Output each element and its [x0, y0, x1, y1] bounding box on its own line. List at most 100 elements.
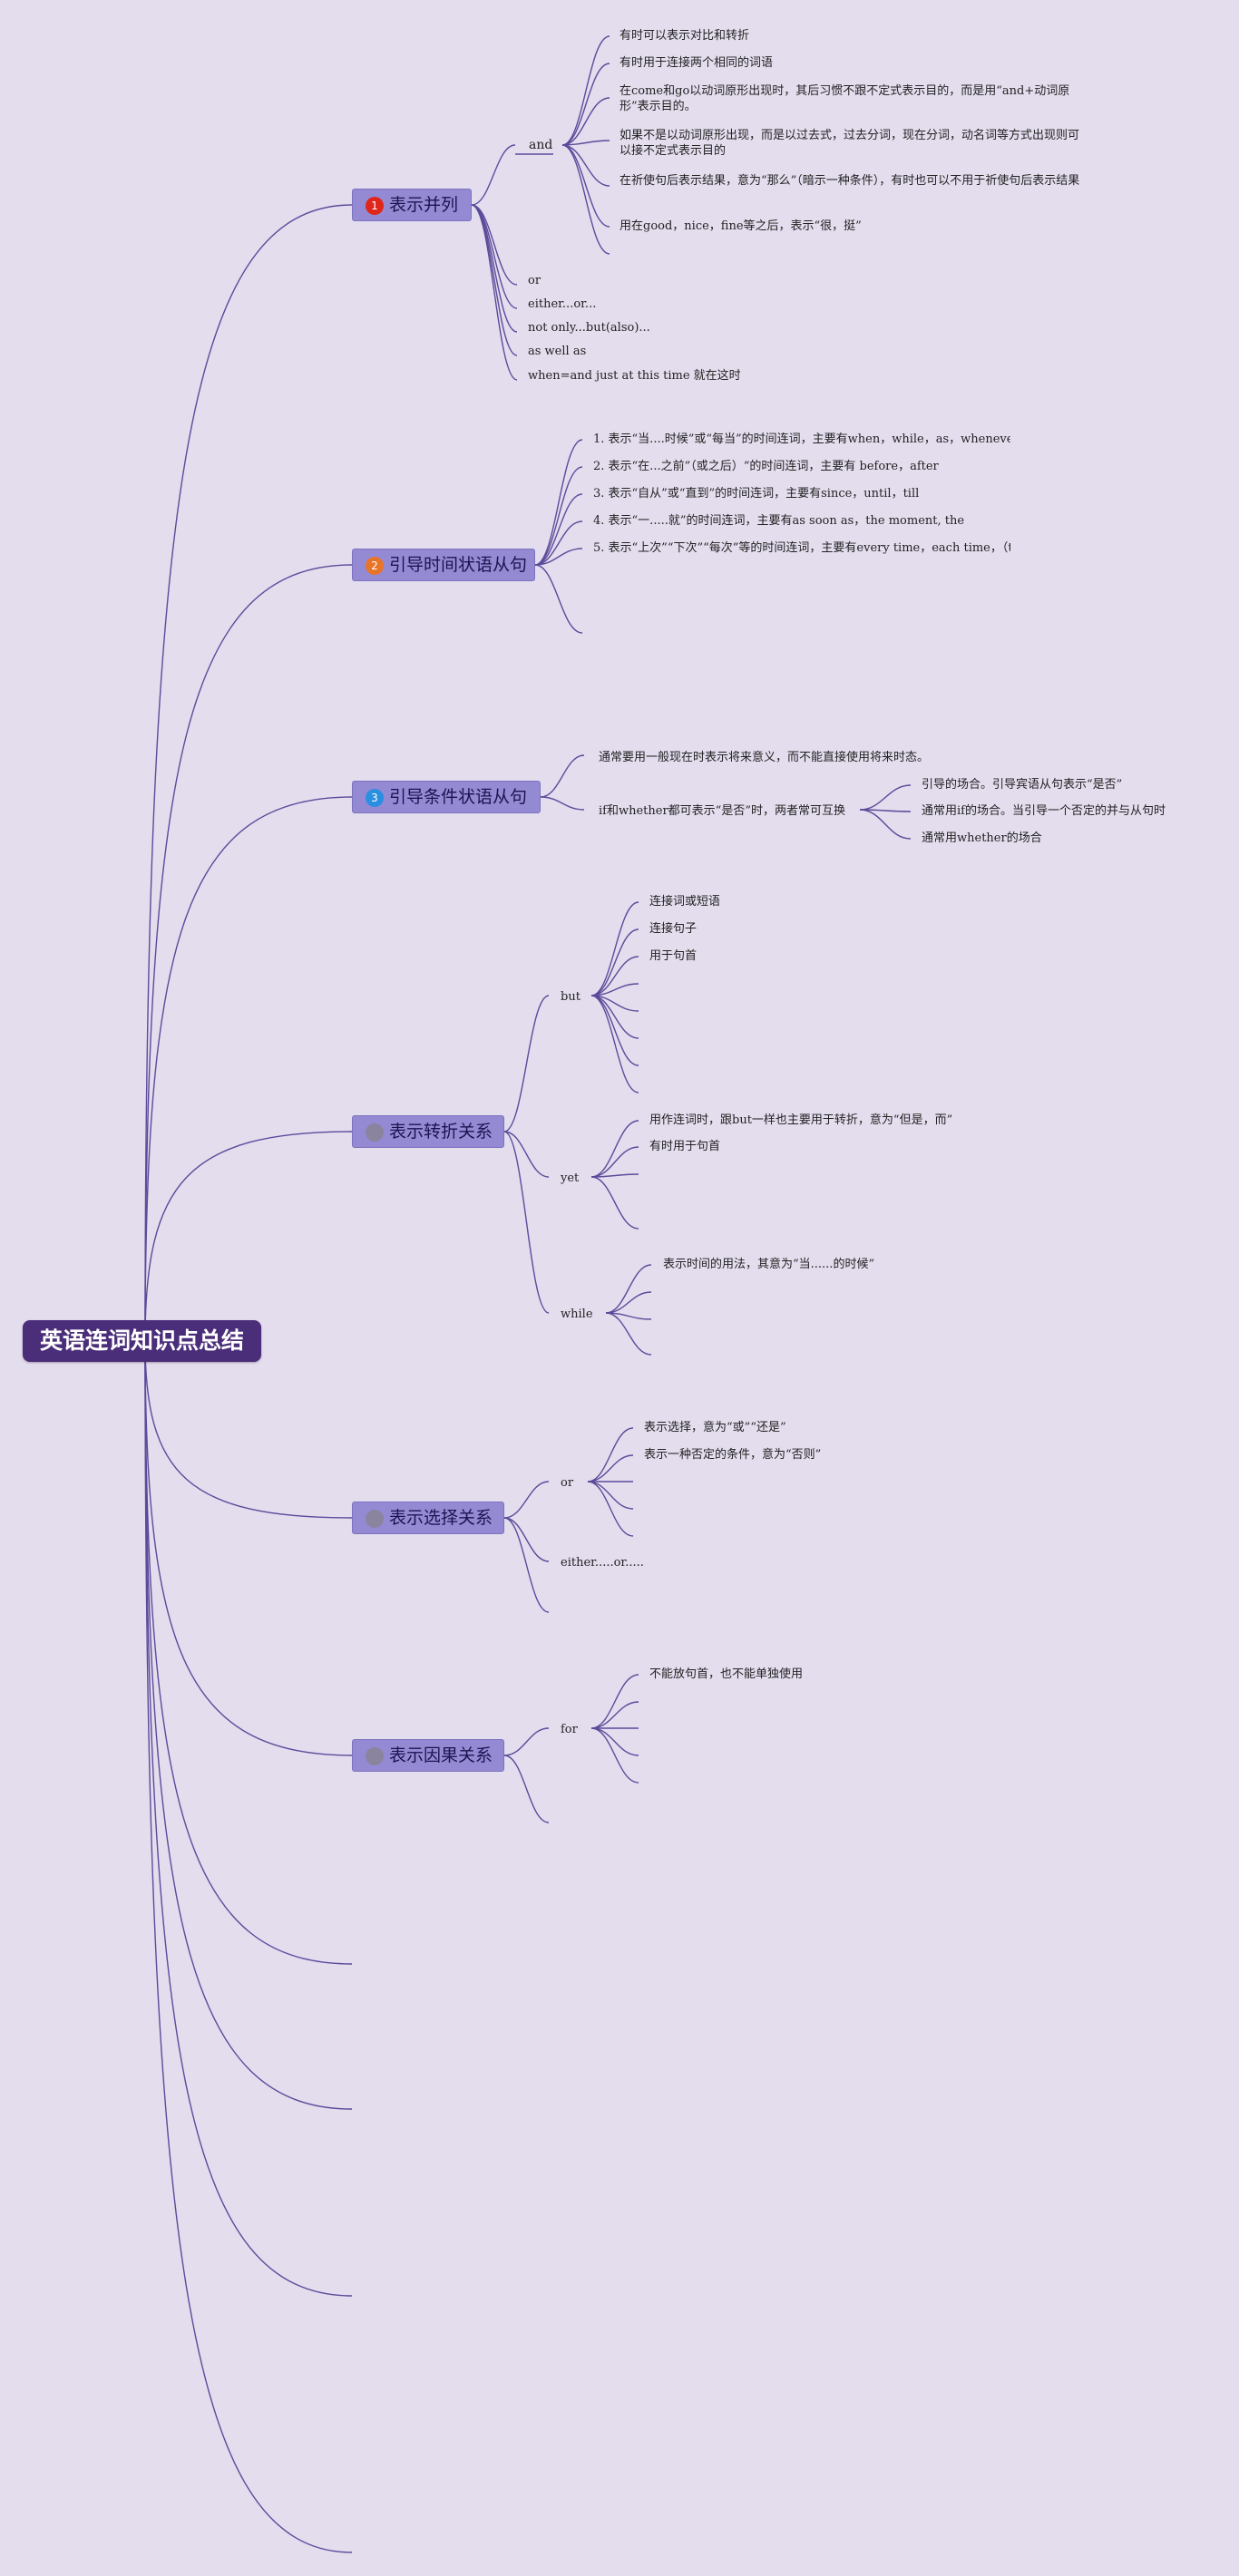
connector-line: [605, 1312, 652, 1320]
connector-line: [587, 1427, 634, 1482]
connector-line: [534, 439, 583, 566]
branch-parallel[interactable]: 1 表示并列: [352, 189, 472, 221]
connector-line: [503, 1131, 550, 1178]
connector-line: [590, 956, 639, 996]
root-connector: [144, 796, 353, 1342]
or-item[interactable]: 表示选择，意为“或”“还是”: [644, 1421, 786, 1434]
connector-line: [471, 204, 518, 286]
branch-label: 表示选择关系: [389, 1508, 493, 1528]
node-when-and[interactable]: when=and just at this time 就在这时: [528, 369, 741, 383]
branch-choice[interactable]: 表示选择关系: [352, 1502, 504, 1534]
or-item[interactable]: 表示一种否定的条件，意为“否则”: [644, 1448, 822, 1462]
condition-item[interactable]: 通常要用一般现在时表示将来意义，而不能直接使用将来时态。: [599, 751, 930, 764]
connector-line: [590, 1701, 639, 1729]
connector-line: [503, 1755, 550, 1823]
connector-line: [503, 1727, 550, 1756]
time-item[interactable]: 1. 表示“当....时候”或“每当”的时间连词，主要有when，while，a…: [593, 433, 1010, 446]
connector-line: [590, 1176, 639, 1230]
root-connector: [144, 1340, 353, 1519]
if-whether-item[interactable]: 通常用whether的场合: [922, 831, 1042, 845]
connector-line: [859, 809, 912, 840]
node-not-only[interactable]: not only...but(also)...: [528, 321, 650, 335]
node-or[interactable]: or: [528, 274, 541, 287]
connector-line: [561, 144, 610, 255]
node-and[interactable]: and: [529, 138, 553, 152]
connector-line: [561, 35, 610, 146]
branch-label: 表示因果关系: [389, 1745, 493, 1765]
time-item[interactable]: 3. 表示“自从”或“直到”的时间连词，主要有since，until，till: [593, 487, 920, 501]
connector-line: [534, 493, 583, 566]
but-item[interactable]: 连接句子: [649, 922, 698, 936]
branch-label: 引导条件状语从句: [389, 787, 528, 807]
and-item[interactable]: 在come和go以动词原形出现时，其后习惯不跟不定式表示目的，而是用“and+动…: [620, 84, 1070, 113]
number-3-icon: 3: [366, 789, 384, 807]
connector-line: [534, 548, 583, 566]
connector-line: [605, 1291, 652, 1314]
connector-line: [605, 1264, 652, 1314]
and-item[interactable]: 有时可以表示对比和转折: [620, 29, 750, 43]
time-item[interactable]: 4. 表示“一.....就”的时间连词，主要有as soon as，the mo…: [593, 514, 965, 528]
and-item[interactable]: 用在good，nice，fine等之后，表示“很，挺”: [620, 219, 862, 233]
yet-item[interactable]: 有时用于句首: [649, 1140, 721, 1153]
node-either-or[interactable]: either...or...: [528, 297, 597, 311]
connector-line: [471, 144, 516, 206]
connector-line: [587, 1481, 634, 1537]
circle-icon: [366, 1510, 384, 1528]
connector-line: [503, 1481, 550, 1519]
connector-line: [534, 466, 583, 566]
connector-line: [471, 204, 518, 333]
yet-item[interactable]: 用作连词时，跟but一样也主要用于转折，意为“但是，而”: [649, 1113, 953, 1127]
connector-line: [471, 204, 518, 381]
circle-icon: [366, 1123, 384, 1142]
connector-line: [590, 928, 639, 996]
if-whether-item[interactable]: 通常用if的场合。当引导一个否定的并与从句时: [922, 804, 1166, 818]
root-connector: [144, 1340, 353, 2297]
if-whether-item[interactable]: 引导的场合。引导宾语从句表示“是否”: [922, 778, 1123, 792]
connector-line: [534, 564, 583, 634]
connector-line: [561, 144, 610, 187]
for-item[interactable]: 不能放句首，也不能单独使用: [649, 1667, 804, 1681]
node-but[interactable]: but: [561, 990, 580, 1004]
time-item[interactable]: 2. 表示“在...之前”（或之后）“的时间连词，主要有 before，afte…: [593, 460, 939, 473]
connector-line: [590, 1173, 639, 1178]
branch-time-clause[interactable]: 2 引导时间状语从句: [352, 549, 535, 581]
number-2-icon: 2: [366, 557, 384, 575]
connector-line: [503, 1517, 550, 1562]
node-or[interactable]: or: [561, 1476, 574, 1490]
node-yet[interactable]: yet: [561, 1171, 580, 1185]
root-topic[interactable]: 英语连词知识点总结: [23, 1320, 261, 1362]
connector-line: [590, 1674, 639, 1729]
connector-line: [503, 1517, 550, 1613]
connector-line: [605, 1312, 652, 1356]
but-item[interactable]: 连接词或短语: [649, 895, 721, 909]
while-item[interactable]: 表示时间的用法，其意为“当......的时候”: [663, 1258, 875, 1271]
connector-line: [561, 140, 610, 146]
connector-line: [590, 1727, 639, 1756]
branch-cause-effect[interactable]: 表示因果关系: [352, 1739, 504, 1772]
number-1-icon: 1: [366, 197, 384, 215]
node-either-or[interactable]: either.....or.....: [561, 1556, 644, 1570]
branch-label: 表示并列: [389, 195, 459, 215]
connector-line: [534, 520, 583, 566]
branch-contrast[interactable]: 表示转折关系: [352, 1115, 504, 1148]
branch-condition-clause[interactable]: 3 引导条件状语从句: [352, 781, 541, 813]
node-while[interactable]: while: [561, 1307, 593, 1321]
and-item[interactable]: 如果不是以动词原形出现，而是以过去式，过去分词，现在分词，动名词等方式出现则可以…: [620, 129, 1080, 158]
connector-line: [859, 784, 912, 811]
node-for[interactable]: for: [561, 1723, 578, 1736]
node-as-well-as[interactable]: as well as: [528, 345, 587, 358]
connector-line: [590, 995, 639, 1066]
connector-line: [587, 1481, 634, 1510]
root-connector: [144, 1131, 353, 1342]
connector-line: [540, 754, 585, 798]
condition-item-if-whether[interactable]: if和whether都可表示“是否”时，两者常可互换: [599, 804, 845, 818]
connector-line: [590, 995, 639, 1039]
root-connector: [144, 204, 353, 1342]
time-item[interactable]: 5. 表示“上次”“下次”“每次”等的时间连词，主要有every time，ea…: [593, 541, 1010, 555]
but-item[interactable]: 用于句首: [649, 949, 698, 963]
and-item[interactable]: 在祈使句后表示结果，意为“那么”（暗示一种条件），有时也可以不用于祈使句后表示结…: [620, 174, 1080, 188]
connector-line: [471, 204, 518, 356]
and-item[interactable]: 有时用于连接两个相同的词语: [620, 56, 774, 70]
connector-line: [590, 1727, 639, 1784]
connector-line: [561, 97, 610, 146]
